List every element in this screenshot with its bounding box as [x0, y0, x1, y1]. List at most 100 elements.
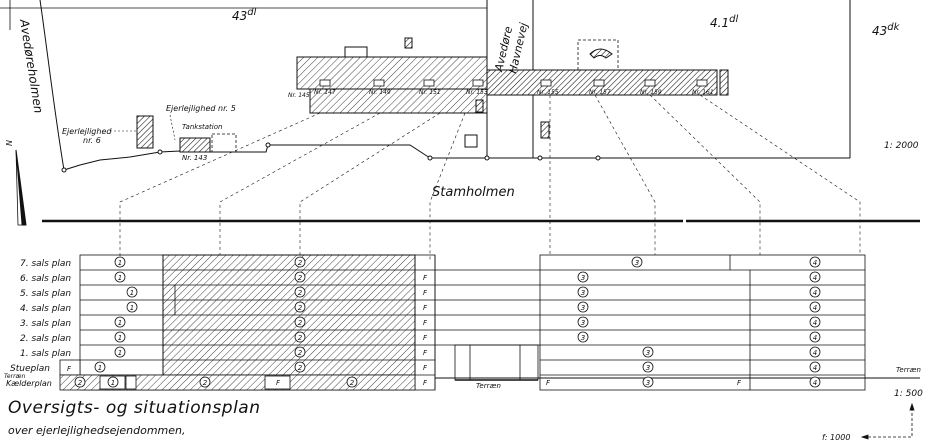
- label-ejerlejlighed-6a: Ejerlejlighed: [62, 127, 112, 136]
- unit-number: 3: [635, 259, 639, 267]
- floor-label: Kælderplan: [6, 379, 52, 388]
- hatched-object: [475, 99, 484, 113]
- f-marker: F: [423, 304, 428, 312]
- unit-2-circles: [74, 256, 358, 388]
- floor-label: 6. sals plan: [20, 274, 71, 284]
- projection-lines: [119, 94, 861, 262]
- floor-label: 1. sals plan: [20, 349, 71, 359]
- house-number: Nr. 151: [419, 89, 441, 96]
- unit-number: 4: [813, 304, 817, 312]
- survey-point: [157, 149, 163, 155]
- unit-circles: [74, 256, 821, 388]
- terrain-label-mid: Terræn: [476, 382, 501, 390]
- label-nr145: Nr. 145: [288, 92, 310, 99]
- unit-number: 3: [581, 304, 585, 312]
- floor-label: 5. sals plan: [20, 289, 71, 299]
- site-scale-label: 1: 2000: [884, 141, 919, 151]
- survey-point: [61, 167, 67, 173]
- floor-label: 7. sals plan: [20, 259, 71, 269]
- label-ejerlejlighed-6b: nr. 6: [83, 136, 101, 145]
- floor-label: Stueplan: [10, 364, 50, 374]
- plot-41dl: 4.1dl: [710, 14, 738, 30]
- unit-number: 2: [78, 379, 83, 387]
- f-marker: F: [423, 319, 428, 327]
- bottom-scale-label: f: 1000: [822, 433, 850, 442]
- unit-number: 2: [298, 334, 303, 342]
- unit-number: 2: [298, 349, 303, 357]
- f-marker: F: [423, 274, 428, 282]
- ground-passage: [454, 344, 539, 381]
- unit-numbers: 1 1 1 1 1 1 1 1 1 2 2 2 2 2 2 2 2 2 2 2 …: [78, 259, 817, 387]
- house-number: Nr. 157: [589, 89, 611, 96]
- f-marker: F: [423, 349, 428, 357]
- unit-number: 1: [130, 304, 134, 312]
- north-label: N: [5, 140, 14, 146]
- ejerlejlighed-6-building: [136, 115, 154, 149]
- unit-number: 4: [813, 319, 817, 327]
- plot-43dk: 43dk: [872, 22, 901, 38]
- unit-number: 4: [813, 334, 817, 342]
- f-marker: F: [423, 289, 428, 297]
- label-nr143: Nr. 143: [182, 154, 207, 162]
- unit-number: 2: [298, 289, 303, 297]
- unit-number: 2: [298, 259, 303, 267]
- unit-1-circles: [94, 256, 138, 388]
- road-stamholmen-label: Stamholmen: [432, 185, 515, 200]
- roof-structure-hatched: [404, 37, 413, 49]
- unit-number: 4: [813, 259, 817, 267]
- road-avedoreholmen-line: [39, 0, 65, 171]
- house-number: Nr. 149: [369, 89, 391, 96]
- unit-number: 2: [298, 364, 303, 372]
- house-number: Nr. 153: [466, 89, 488, 96]
- unit-number: 3: [581, 289, 585, 297]
- unit-3-circles: [577, 256, 654, 388]
- unit-number: 1: [111, 379, 115, 387]
- terrain-label-right: Terræn: [896, 366, 921, 374]
- floor-label: 3. sals plan: [20, 319, 71, 329]
- survey-point: [537, 155, 543, 161]
- unit-number: 3: [646, 364, 650, 372]
- unit-number: 4: [813, 349, 817, 357]
- east-floor-lines: [434, 254, 866, 391]
- unit-number: 2: [350, 379, 355, 387]
- bottom-scale: [860, 402, 915, 440]
- dashed-outline: [577, 39, 619, 71]
- leader-ejer5: [169, 114, 176, 141]
- f-marker: F: [737, 379, 742, 387]
- road-avedoreholmen-label: Avedøreholmen: [17, 17, 46, 114]
- f-markers: F F F F F F F F F F F F: [67, 274, 742, 387]
- unit-number: 1: [130, 289, 134, 297]
- house-number: Nr. 159: [640, 89, 662, 96]
- survey-point: [265, 142, 271, 148]
- unit-number: 4: [813, 289, 817, 297]
- floor-labels: 7. sals plan 6. sals plan 5. sals plan 4…: [4, 259, 923, 399]
- unit-number: 3: [646, 349, 650, 357]
- unit-number: 4: [813, 274, 817, 282]
- label-ejerlejlighed-5: Ejerlejlighed nr. 5: [166, 104, 236, 113]
- f-marker: F: [546, 379, 551, 387]
- label-tankstation: Tankstation: [182, 123, 222, 131]
- basement-white-2: [264, 375, 291, 390]
- f-marker: F: [276, 379, 281, 387]
- unit-number: 2: [298, 304, 303, 312]
- f-marker: F: [423, 334, 428, 342]
- unit-number: 1: [118, 334, 122, 342]
- basement-hatch: [59, 374, 416, 391]
- survey-point: [484, 155, 490, 161]
- unit-number: 2: [298, 319, 303, 327]
- unit-markers: [319, 79, 708, 87]
- unit-number: 1: [118, 349, 122, 357]
- unit-number: 4: [813, 364, 817, 372]
- tankstation-outline: [211, 133, 237, 153]
- unit-number: 3: [581, 334, 585, 342]
- unit-number: 3: [581, 274, 585, 282]
- site-plan: [0, 0, 920, 262]
- shed: [464, 134, 478, 148]
- unit-number: 3: [581, 319, 585, 327]
- unit-number: 1: [118, 274, 122, 282]
- unit-number: 2: [298, 274, 303, 282]
- unit-number: 1: [118, 259, 122, 267]
- unit-number: 2: [203, 379, 208, 387]
- terrain-label-left: Terræn: [4, 373, 26, 380]
